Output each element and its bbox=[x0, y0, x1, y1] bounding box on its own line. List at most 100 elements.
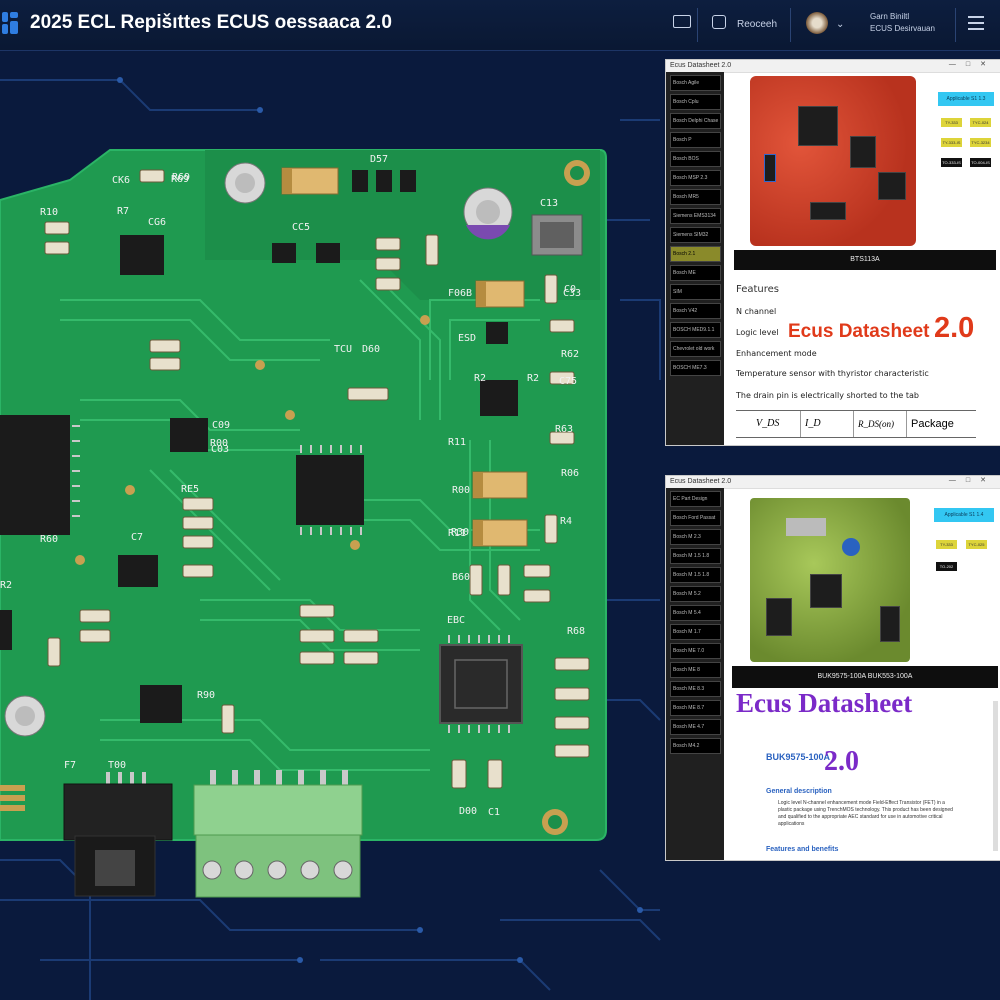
package-tag[interactable]: TYC-3234 bbox=[970, 138, 991, 147]
sidebar-item[interactable]: Siemens SIM32 bbox=[670, 227, 721, 243]
pcb-label: ESD bbox=[458, 333, 477, 344]
pcb-label: D57 bbox=[370, 154, 389, 165]
sidebar-item[interactable]: Bosch 2.1 bbox=[670, 246, 721, 262]
overlay-version: 2.0 bbox=[824, 746, 859, 777]
sidebar-item[interactable]: Bosch M 1.7 bbox=[670, 624, 721, 640]
window-controls-icon[interactable]: —□✕ bbox=[948, 477, 996, 484]
applicable-label: Applicable S1 1.3 bbox=[938, 92, 994, 106]
sidebar-item[interactable]: Bosch ME 8 bbox=[670, 662, 721, 678]
pcb-label: R69 bbox=[172, 172, 191, 183]
sidebar-item[interactable]: Siemens EMS3134 bbox=[670, 208, 721, 224]
sidebar-item[interactable]: Bosch M 5.4 bbox=[670, 605, 721, 621]
profile-subtitle: ECUS Desirvauan bbox=[870, 24, 935, 33]
pcb-label: C7 bbox=[131, 532, 144, 543]
package-tag[interactable]: TY-333 bbox=[936, 540, 957, 549]
sidebar-item[interactable]: Bosch Ford Passat bbox=[670, 510, 721, 526]
sidebar-item[interactable]: Bosch M4.2 bbox=[670, 738, 721, 754]
sidebar-item[interactable]: Bosch MR5 bbox=[670, 189, 721, 205]
sidebar-item[interactable]: BOSCH ME7.3 bbox=[670, 360, 721, 376]
sidebar-item[interactable]: Bosch ME 8.7 bbox=[670, 700, 721, 716]
pcb-label: R7 bbox=[117, 206, 130, 217]
sidebar-item[interactable]: Bosch MSP 2.3 bbox=[670, 170, 721, 186]
window-title: Ecus Datasheet 2.0 bbox=[666, 476, 1000, 489]
top-bar: 2025 ECL Repišıttes ECUS oessaaca 2.0 Re… bbox=[0, 0, 1000, 51]
feature-line: Enhancement mode bbox=[736, 349, 817, 358]
sidebar-item[interactable]: SIM bbox=[670, 284, 721, 300]
pcb-label: C09 bbox=[212, 420, 231, 431]
pcb-label: R2 bbox=[0, 580, 13, 591]
pcb-label: R2 bbox=[474, 373, 487, 384]
pcb-label: R06 bbox=[561, 468, 580, 479]
account-icon bbox=[712, 15, 726, 29]
ecu-board-image-red bbox=[750, 76, 916, 246]
ecu-board-image-green bbox=[750, 498, 910, 662]
profile-name: Garn Biniltl bbox=[870, 12, 910, 21]
sidebar-item[interactable]: Bosch M 2.3 bbox=[670, 529, 721, 545]
part-number-bar: BUK9575-100A BUK553-100A bbox=[732, 666, 998, 688]
pcb-label: C13 bbox=[540, 198, 559, 209]
pcb-label: EBC bbox=[447, 615, 466, 626]
overlay-title-text: Ecus Datasheet bbox=[788, 321, 930, 342]
pcb-label: D60 bbox=[362, 344, 381, 355]
pcb-label: F06B bbox=[448, 288, 473, 299]
table-header: Package bbox=[911, 418, 954, 430]
sidebar-item[interactable]: Bosch M 1.5 1.8 bbox=[670, 548, 721, 564]
pcb-label: R11 bbox=[448, 437, 467, 448]
sidebar-item[interactable]: Chevrolet old work bbox=[670, 341, 721, 357]
pcb-label: C33 bbox=[563, 288, 582, 299]
pcb-label: R00 bbox=[452, 485, 471, 496]
sidebar-item[interactable]: BOSCH MED9.1.1 bbox=[670, 322, 721, 338]
features-heading: Features bbox=[736, 284, 779, 295]
sidebar-item[interactable]: Bosch Cplu bbox=[670, 94, 721, 110]
avatar[interactable] bbox=[806, 12, 828, 34]
package-tag[interactable]: TYC-024 bbox=[970, 118, 991, 127]
pcb-label: R4 bbox=[560, 516, 573, 527]
pcb-label: T00 bbox=[108, 760, 127, 771]
pcb-label: B60 bbox=[452, 572, 471, 583]
feature-line: Temperature sensor with thyristor charac… bbox=[736, 369, 929, 378]
menu-icon[interactable] bbox=[968, 16, 984, 34]
sidebar-item[interactable]: Bosch M 1.5 1.8 bbox=[670, 567, 721, 583]
sidebar-item[interactable]: Bosch ME 4.7 bbox=[670, 719, 721, 735]
sidebar-item[interactable]: Bosch ME 8.3 bbox=[670, 681, 721, 697]
window-icon[interactable] bbox=[673, 15, 691, 28]
package-tag[interactable]: TO-004-IS bbox=[970, 158, 991, 167]
sidebar-item[interactable]: Bosch V42 bbox=[670, 303, 721, 319]
package-tag[interactable]: TYC-025 bbox=[966, 540, 987, 549]
sidebar-item[interactable]: Bosch M 5.2 bbox=[670, 586, 721, 602]
datasheet-overlay-title: Ecus Datasheet 2.0 bbox=[788, 312, 974, 345]
sidebar-item[interactable]: Bosch P bbox=[670, 132, 721, 148]
part-number-bar: BTS113A bbox=[734, 250, 996, 270]
package-tag[interactable]: TY-333-IS bbox=[941, 138, 962, 147]
pcb-label: R90 bbox=[197, 690, 216, 701]
pcb-label: R68 bbox=[567, 626, 586, 637]
sidebar-item[interactable]: Bosch ME 7.0 bbox=[670, 643, 721, 659]
sidebar-item[interactable]: Bosch Delphi Chase bbox=[670, 113, 721, 129]
chevron-down-icon[interactable]: ⌄ bbox=[836, 19, 845, 30]
pcb-label: R10 bbox=[40, 207, 59, 218]
window-controls-icon[interactable]: —□✕ bbox=[948, 61, 996, 68]
app-logo-icon bbox=[2, 12, 22, 36]
pcb-label: R60 bbox=[40, 534, 59, 545]
sidebar-item[interactable]: Bosch ME bbox=[670, 265, 721, 281]
account-button[interactable]: Reoceeh bbox=[737, 19, 778, 30]
scrollbar[interactable] bbox=[993, 701, 998, 851]
pcb-label: C75 bbox=[559, 376, 578, 387]
overlay-title-text: Ecus Datasheet bbox=[736, 688, 913, 718]
package-tag[interactable]: TO-333-IS bbox=[941, 158, 962, 167]
package-tag[interactable]: TY-333 bbox=[941, 118, 962, 127]
pcb-label: D00 bbox=[459, 806, 478, 817]
sidebar-item[interactable]: Bosch BOS bbox=[670, 151, 721, 167]
spec-table: V_DS I_D R_DS(on) Package bbox=[736, 410, 976, 438]
table-header: I_D bbox=[801, 411, 854, 437]
sidebar-item[interactable]: Bosch Agile bbox=[670, 75, 721, 91]
page-title: 2025 ECL Repišıttes ECUS oessaaca 2.0 bbox=[30, 12, 392, 33]
sidebar-item[interactable]: EC Part Design bbox=[670, 491, 721, 507]
pcb-label: F7 bbox=[64, 760, 77, 771]
pcb-label: R11 bbox=[448, 528, 467, 539]
pcb-label: TCU bbox=[334, 344, 353, 355]
pcb-label: CG6 bbox=[148, 217, 167, 228]
package-tag[interactable]: TO-202 bbox=[936, 562, 957, 571]
